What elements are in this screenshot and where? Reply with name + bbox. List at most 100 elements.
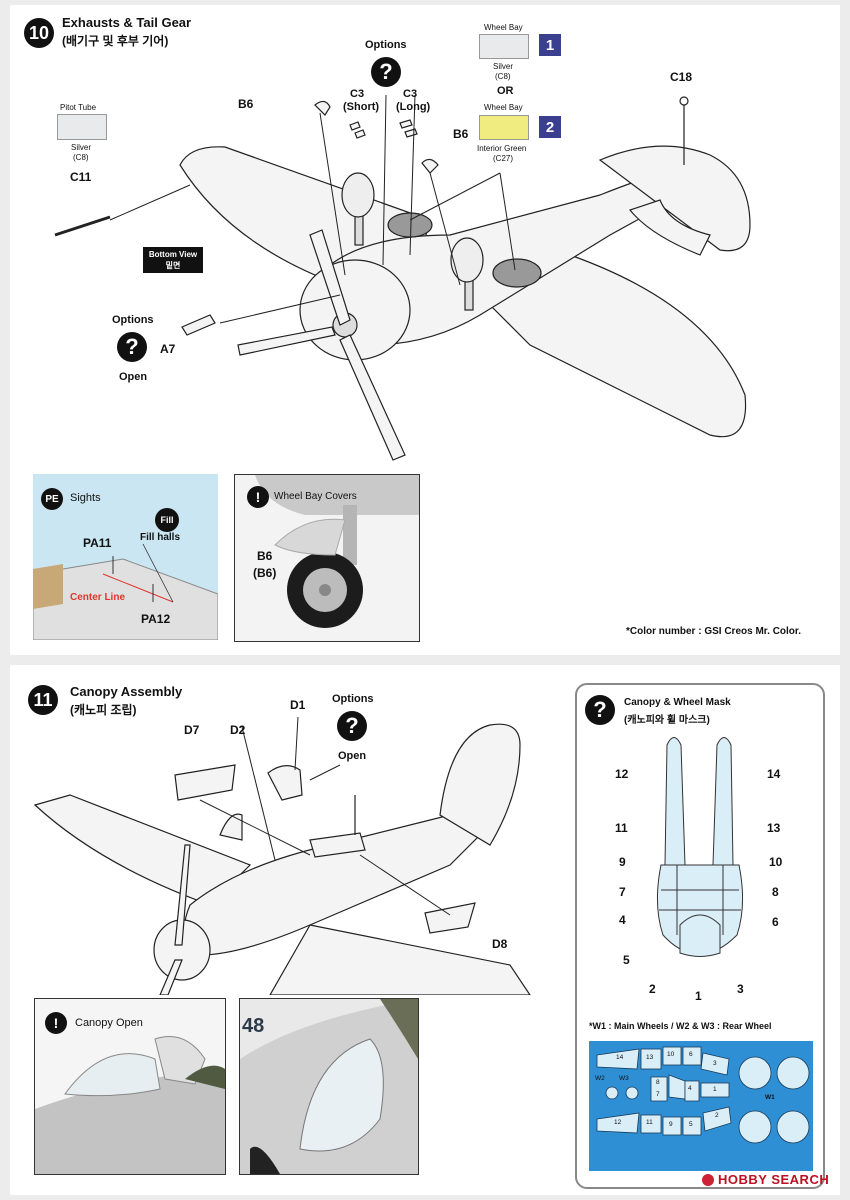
c18-label: C18 bbox=[670, 70, 693, 84]
options-left-label: Options bbox=[112, 314, 154, 326]
mask-label-11: 11 bbox=[615, 821, 628, 835]
mask-label-5: 5 bbox=[623, 953, 630, 967]
options-label: Options bbox=[332, 693, 374, 705]
c3-short-label: C3 bbox=[350, 88, 365, 100]
sheet-6: 6 bbox=[689, 1051, 693, 1058]
step-11-panel: 11 Canopy Assembly (캐노피 조립) D7 bbox=[10, 665, 840, 1195]
d7-label: D7 bbox=[184, 723, 200, 737]
sheet-w2: W2 bbox=[595, 1075, 605, 1082]
canopy-open-caution-icon: ! bbox=[45, 1012, 67, 1034]
mask-label-9: 9 bbox=[619, 855, 626, 869]
step-subtitle: (배기구 및 후부 기어) bbox=[62, 34, 169, 48]
pitot-color-code: (C8) bbox=[73, 153, 89, 162]
sights-title: Sights bbox=[70, 492, 101, 504]
sheet-2: 2 bbox=[715, 1112, 719, 1119]
wheel-bay-1-code: (C8) bbox=[495, 72, 511, 81]
wheel-bay-1-label: Wheel Bay bbox=[484, 23, 523, 32]
mask-sheet: 14 13 10 6 3 W2 W3 8 7 4 1 12 11 9 5 2 W… bbox=[589, 1041, 813, 1171]
sheet-9: 9 bbox=[669, 1121, 673, 1128]
step-10-panel: 10 Exhausts & Tail Gear (배기구 및 후부 기어) bbox=[10, 5, 840, 655]
wheel-bay-covers-title: Wheel Bay Covers bbox=[274, 491, 357, 502]
sights-detail-drawing bbox=[33, 543, 218, 640]
bottom-view-kr-text: 밑면 bbox=[165, 261, 181, 270]
c11-label: C11 bbox=[70, 170, 92, 184]
sheet-1: 1 bbox=[713, 1086, 717, 1093]
a7-label: A7 bbox=[160, 342, 176, 356]
mask-label-7: 7 bbox=[619, 885, 626, 899]
pitot-silver-swatch bbox=[57, 114, 107, 140]
wheel-bay-photo-drawing bbox=[255, 475, 419, 628]
center-line-label: Center Line bbox=[70, 592, 126, 603]
step-number: 11 bbox=[28, 685, 58, 715]
b6-photo-label: B6 bbox=[257, 549, 273, 563]
fill-badge: Fill bbox=[155, 508, 179, 532]
options-question-icon: ? bbox=[337, 711, 367, 741]
b6-alt-label: (B6) bbox=[253, 566, 277, 580]
option-1-badge: 1 bbox=[539, 34, 561, 56]
mask-label-4: 4 bbox=[619, 913, 626, 927]
mask-title: Canopy & Wheel Mask bbox=[624, 697, 731, 708]
wheel-bay-1-color: Silver bbox=[493, 62, 514, 71]
watermark-text: HOBBY SEARCH bbox=[718, 1172, 830, 1187]
step-number: 10 bbox=[24, 18, 54, 48]
c3-long-label: C3 bbox=[403, 88, 418, 100]
sheet-11: 11 bbox=[646, 1119, 653, 1126]
b6-left-label: B6 bbox=[238, 97, 254, 111]
b6-right-label: B6 bbox=[453, 127, 469, 141]
canopy-closed-photo: 48 bbox=[239, 998, 419, 1175]
sheet-13: 13 bbox=[646, 1054, 654, 1061]
sights-detail-box: PE Sights Fill PA11 Fill halls Center Li… bbox=[33, 474, 218, 640]
step-title: Canopy Assembly bbox=[70, 684, 183, 699]
wheel-bay-silver-swatch bbox=[479, 34, 529, 59]
mask-sheet-shapes bbox=[596, 1046, 810, 1144]
wheel-mask-note: *W1 : Main Wheels / W2 & W3 : Rear Wheel bbox=[589, 1021, 772, 1031]
canopy-open-title: Canopy Open bbox=[75, 1017, 143, 1029]
sheet-w1: W1 bbox=[765, 1094, 775, 1101]
d8-label: D8 bbox=[492, 937, 508, 951]
aircraft-canopy-drawing bbox=[33, 716, 531, 995]
sheet-3: 3 bbox=[713, 1060, 717, 1067]
mask-label-6: 6 bbox=[772, 915, 779, 929]
canopy-open-photo-drawing bbox=[35, 1036, 225, 1174]
step-subtitle: (캐노피 조립) bbox=[70, 703, 137, 717]
step-title: Exhausts & Tail Gear bbox=[62, 15, 192, 30]
sheet-12: 12 bbox=[614, 1119, 622, 1126]
c3-short-note: (Short) bbox=[343, 101, 380, 113]
option-2-badge: 2 bbox=[539, 116, 561, 138]
aircraft-bottom-view-drawing bbox=[54, 94, 751, 461]
options-question-icon: ? bbox=[371, 57, 401, 87]
sheet-7: 7 bbox=[656, 1091, 660, 1098]
mask-question-icon: ? bbox=[585, 695, 615, 725]
bottom-view-text: Bottom View bbox=[148, 250, 198, 259]
sheet-w3: W3 bbox=[619, 1075, 629, 1082]
c3-long-note: (Long) bbox=[396, 101, 431, 113]
pitot-color-name: Silver bbox=[71, 143, 92, 152]
mask-label-10: 10 bbox=[769, 855, 783, 869]
mask-label-8: 8 bbox=[772, 885, 779, 899]
mask-label-14: 14 bbox=[767, 767, 781, 781]
d1-label: D1 bbox=[290, 698, 306, 712]
mask-label-2: 2 bbox=[649, 982, 656, 996]
pa11-label: PA11 bbox=[83, 536, 112, 550]
mask-label-1: 1 bbox=[695, 989, 702, 1003]
sheet-5: 5 bbox=[689, 1121, 693, 1128]
aircraft-number: 48 bbox=[242, 1015, 265, 1037]
options-left-question-icon: ? bbox=[117, 332, 147, 362]
d2-label: D2 bbox=[230, 723, 246, 737]
or-label: OR bbox=[497, 85, 514, 97]
bottom-view-tag: Bottom View 밑면 bbox=[143, 247, 203, 273]
sheet-14: 14 bbox=[616, 1054, 624, 1061]
mask-subtitle: (캐노피와 휠 마스크) bbox=[624, 715, 710, 726]
sheet-4: 4 bbox=[688, 1085, 692, 1092]
open-label: Open bbox=[119, 371, 148, 383]
options-label: Options bbox=[365, 39, 407, 51]
canopy-wheel-mask-box: ? Canopy & Wheel Mask (캐노피와 휠 마스크) 12 14… bbox=[575, 683, 825, 1189]
pe-badge: PE bbox=[41, 488, 63, 510]
sheet-8: 8 bbox=[656, 1079, 660, 1086]
canopy-open-photo: ! Canopy Open bbox=[34, 998, 226, 1175]
watermark-logo-icon bbox=[702, 1173, 714, 1186]
wheel-bay-2-code: (C27) bbox=[493, 154, 514, 163]
canopy-closed-photo-drawing bbox=[240, 999, 418, 1174]
open-label: Open bbox=[338, 750, 367, 762]
wheel-bay-covers-photo: ! Wheel Bay Covers B6 (B6) bbox=[234, 474, 420, 642]
